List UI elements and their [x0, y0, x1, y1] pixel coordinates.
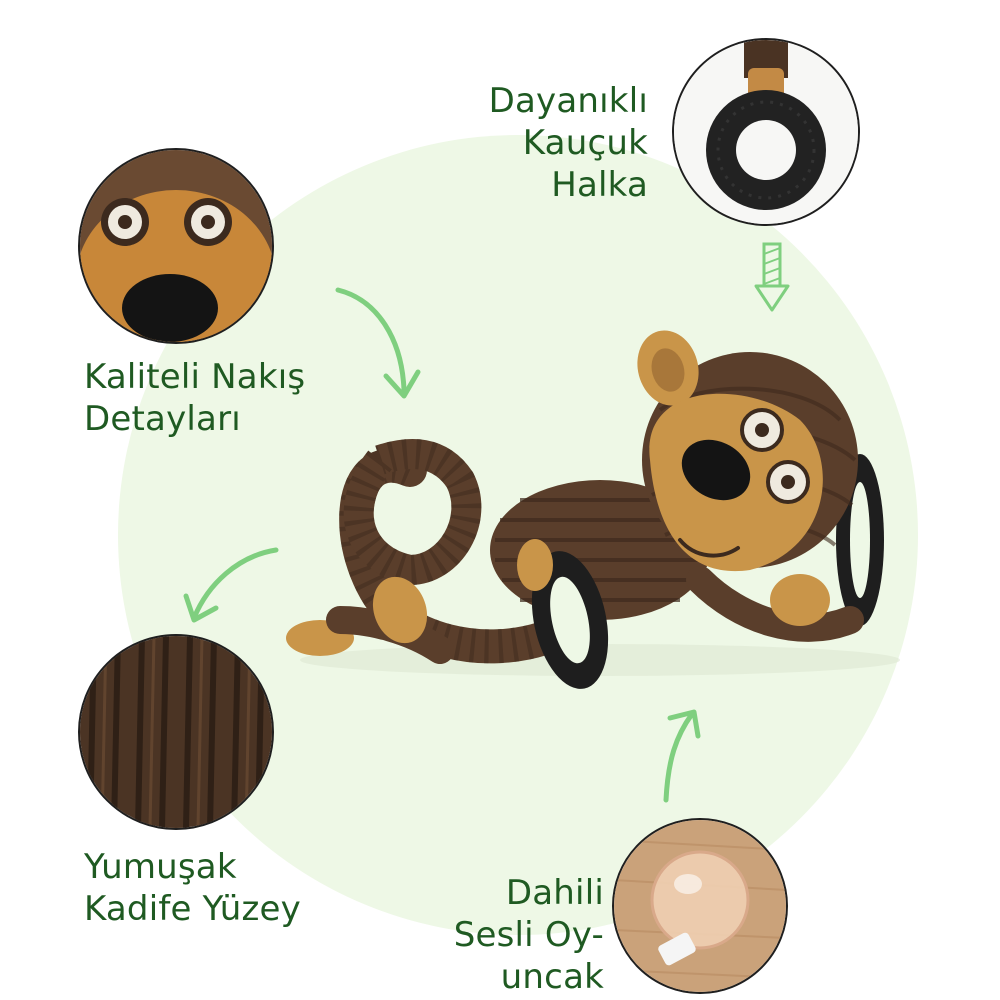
ring-label-line2: Kauçuk Halka: [522, 123, 648, 205]
rubber-ring-icon: [672, 38, 860, 226]
corduroy-texture-icon: [78, 634, 274, 830]
embroidery-feature-label: Kaliteli Nakış Detayları: [84, 356, 305, 440]
squeaker-label-line1: Dahili: [505, 873, 604, 913]
ring-feature-label: Dayanıklı Kauçuk Halka: [440, 80, 648, 206]
embroidery-label-line2: Detayları: [84, 399, 241, 439]
squeaker-label-line3: uncak: [500, 957, 604, 997]
squeaker-label-line2: Sesli Oy-: [453, 915, 604, 955]
ring-label-line1: Dayanıklı: [488, 81, 648, 121]
arrow-ring-icon: [754, 242, 790, 312]
embroidered-face-icon: [78, 148, 274, 344]
arrow-velvet-icon: [183, 547, 279, 623]
squeaker-icon: [612, 818, 788, 994]
squeaker-feature-label: Dahili Sesli Oy- uncak: [400, 872, 604, 998]
embroidery-label-line1: Kaliteli Nakış: [84, 357, 306, 397]
monkey-plush-toy: [286, 330, 900, 689]
arrow-embroidery-icon: [335, 287, 421, 399]
arrow-squeaker-icon: [663, 709, 701, 803]
velvet-label-line2: Kadife Yüzey: [84, 889, 301, 929]
velvet-feature-label: Yumuşak Kadife Yüzey: [84, 846, 301, 930]
velvet-label-line1: Yumuşak: [84, 847, 237, 887]
